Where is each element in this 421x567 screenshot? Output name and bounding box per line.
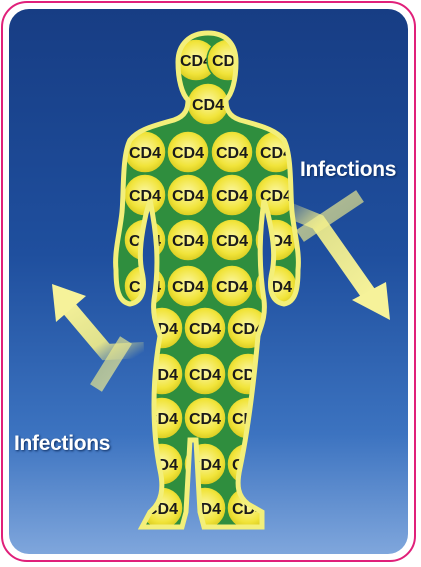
cd4-cell-label: CD4 <box>216 233 248 250</box>
infections-label-bottom-left: Infections <box>14 432 110 456</box>
cd4-cell-label: CD4 <box>172 279 204 296</box>
cd4-cell-label: CD4 <box>189 367 221 384</box>
cd4-cell-label: CD4 <box>172 188 204 205</box>
cd4-cell-label: CD4 <box>172 145 204 162</box>
cd4-cell-label: CD4 <box>129 145 161 162</box>
cd4-cell-label: CD4 <box>216 145 248 162</box>
cd4-cell-label: CD4 <box>189 321 221 338</box>
cd4-cell-label: CD4 <box>212 53 244 70</box>
cd4-cell-label: CD4 <box>172 233 204 250</box>
cd4-cell-label: CD4 <box>146 367 178 384</box>
cd4-cell-label: CD4 <box>232 367 264 384</box>
cd4-cell-label: CD4 <box>189 411 221 428</box>
cd4-cell-label: CD4 <box>260 233 292 250</box>
cd4-cell-label: CD4 <box>146 411 178 428</box>
cd4-cell-label: CD4 <box>216 279 248 296</box>
cd4-cell-label: CD4 <box>189 501 221 518</box>
cd4-cell-label: CD4 <box>189 457 221 474</box>
cd4-cell-label: CD4 <box>129 188 161 205</box>
cd4-cell-label: CD4 <box>216 188 248 205</box>
cd4-cell-label: CD4 <box>192 97 224 114</box>
infections-label-top-right: Infections <box>300 158 396 182</box>
